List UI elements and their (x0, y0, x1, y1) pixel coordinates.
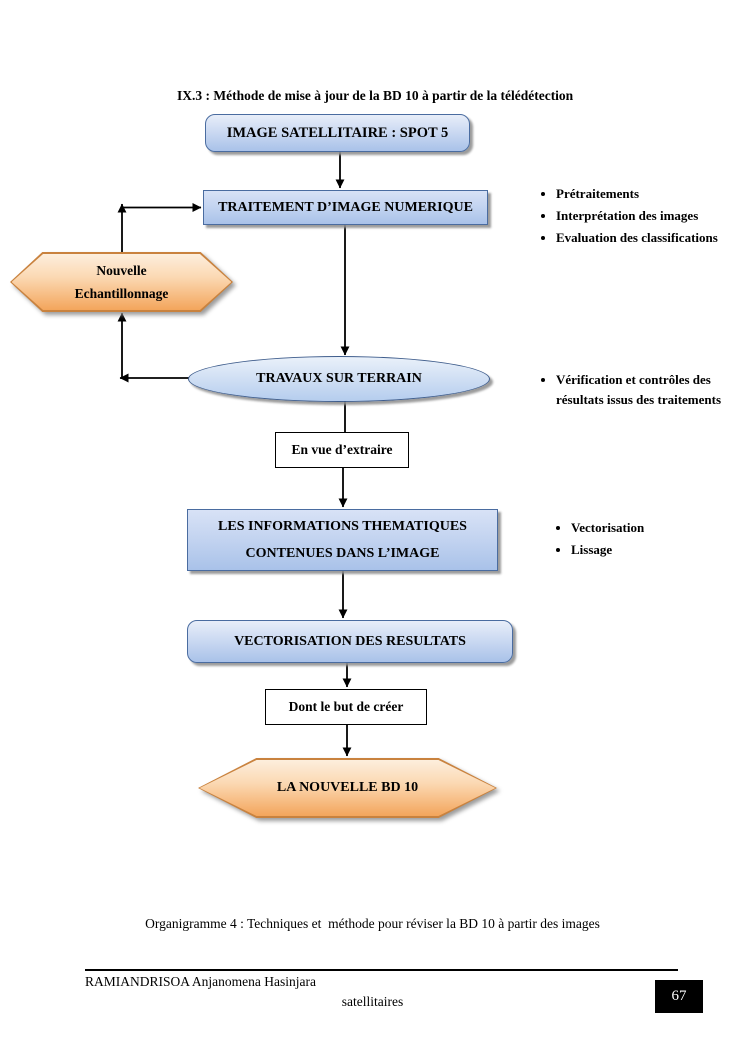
section-title: IX.3 : Méthode de mise à jour de la BD 1… (177, 88, 574, 103)
hexagon-fill (11, 253, 232, 311)
node-traitement-image-label: TRAITEMENT D’IMAGE NUMERIQUE (218, 199, 473, 215)
node-traitement-image: TRAITEMENT D’IMAGE NUMERIQUE (203, 190, 488, 225)
node-nouvelle-echantillonnage-label: Nouvelle Echantillonnage (10, 252, 233, 312)
node-vectorisation-resultats-label: VECTORISATION DES RESULTATS (234, 633, 466, 649)
page-number-badge: 67 (655, 980, 703, 1013)
annotation-item: Vectorisation (571, 518, 727, 538)
node-informations-thematiques: LES INFORMATIONS THEMATIQUES CONTENUES D… (187, 509, 498, 571)
annotation-item: Prétraitements (556, 184, 734, 204)
node-image-satellitaire-label: IMAGE SATELLITAIRE : SPOT 5 (226, 124, 449, 141)
annotation-traitement-list: Prétraitements Interprétation des images… (532, 184, 734, 248)
annotation-item: Lissage (571, 540, 727, 560)
node-nouvelle-echantillonnage: Nouvelle Echantillonnage (10, 252, 233, 312)
label-line: LA NOUVELLE BD 10 (276, 780, 419, 795)
figure-caption: Organigramme 4 : Techniques et méthode p… (0, 859, 745, 1053)
node-travaux-terrain-label: TRAVAUX SUR TERRAIN (256, 371, 422, 386)
node-en-vue-extraire-label: En vue d’extraire (291, 442, 393, 457)
node-dont-le-but-label: Dont le but de créer (288, 699, 404, 714)
annotation-item: Interprétation des images (556, 206, 734, 226)
node-travaux-terrain: TRAVAUX SUR TERRAIN (188, 356, 490, 402)
node-vectorisation-resultats: VECTORISATION DES RESULTATS (187, 620, 513, 663)
hexagon-fill (199, 759, 496, 817)
label-line: Nouvelle (96, 263, 147, 278)
figure-caption-line1: Organigramme 4 : Techniques et méthode p… (145, 916, 600, 931)
figure-caption-line2: satellitaires (341, 994, 404, 1009)
node-en-vue-extraire: En vue d’extraire (275, 432, 409, 468)
label-line: LES INFORMATIONS THEMATIQUES (218, 519, 467, 534)
annotation-terrain-list: Vérification et contrôles des résultats … (532, 370, 734, 410)
node-nouvelle-bd10-label: LA NOUVELLE BD 10 (198, 758, 497, 818)
annotation-informations-list: Vectorisation Lissage (547, 518, 727, 560)
page-number: 67 (671, 988, 687, 1004)
node-image-satellitaire: IMAGE SATELLITAIRE : SPOT 5 (205, 114, 470, 152)
annotation-item: Evaluation des classifications (556, 228, 734, 248)
footer-divider (85, 969, 678, 971)
node-nouvelle-bd10: LA NOUVELLE BD 10 (198, 758, 497, 818)
footer-author: RAMIANDRISOA Anjanomena Hasinjara (85, 974, 316, 989)
annotation-item: Vérification et contrôles des résultats … (556, 370, 734, 410)
node-dont-le-but: Dont le but de créer (265, 689, 427, 725)
annotation-traitement: Prétraitements Interprétation des images… (532, 184, 734, 250)
label-line: Echantillonnage (74, 286, 169, 301)
annotation-terrain: Vérification et contrôles des résultats … (532, 370, 734, 412)
label-line: CONTENUES DANS L’IMAGE (245, 546, 440, 561)
annotation-informations: Vectorisation Lissage (547, 518, 727, 562)
